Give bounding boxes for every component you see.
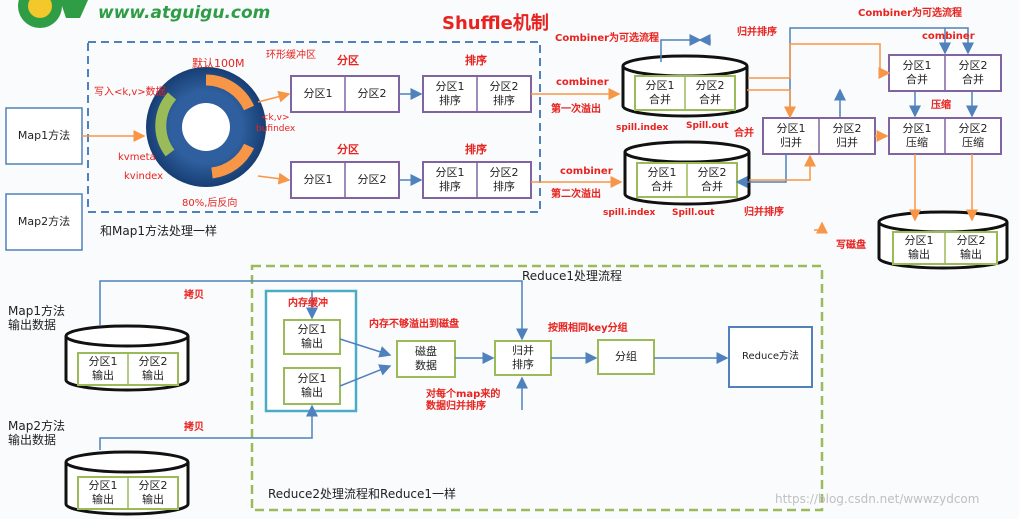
map2-output-label: Map2方法 输出数据 [8,419,65,447]
compress-label: 压缩 [931,100,951,111]
combiner-optional-2: Combiner为可选流程 [858,8,963,19]
map1-label: Map1方法 [17,129,71,143]
sort-header-2: 排序 [465,143,487,156]
kv-label: <k,v> [261,113,290,123]
spill-index-2: spill.index [603,208,656,218]
cell-partition2: 分区2 [357,87,387,101]
map1-output-label: Map1方法 输出数据 [8,304,65,332]
cell-combine2: 分区2 合并 [958,59,988,86]
second-spill-label: 第二次溢出 [551,189,601,200]
merge-sort-top: 归并排序 [737,27,777,38]
bufindex-label: bufindex [256,124,296,134]
cell-output1: 分区1 输出 [88,355,118,382]
cell-output1: 分区1 输出 [88,479,118,506]
cell-combine1: 分区1 合并 [647,166,677,193]
memory-buffer-label: 内存缓冲 [288,298,328,309]
merge-sort-box: 归并 排序 [512,344,534,371]
map2-label: Map2方法 [17,215,71,229]
cell-merge2: 分区2 归并 [832,122,862,149]
cell-combine2: 分区2 合并 [697,166,727,193]
cell-merge1: 分区1 归并 [776,122,806,149]
spill-out-1: Spill.out [686,121,729,131]
cell-combine1: 分区1 合并 [645,79,675,106]
reverse-label: 80%,后反向 [182,198,238,209]
cell-combine2: 分区2 合并 [695,79,725,106]
first-spill-label: 第一次溢出 [551,104,601,115]
merge-label: 合并 [734,128,754,139]
map2-box [5,193,83,251]
logo-text: www.atguigu.com [98,3,271,23]
cell-sort1: 分区1 排序 [435,166,465,193]
cell-output2: 分区2 输出 [138,355,168,382]
combiner-optional-1: Combiner为可选流程 [555,33,660,44]
combiner-label-2: combiner [560,166,613,177]
diagram-title: Shuffle机制 [442,13,549,34]
cell-compress2: 分区2 压缩 [958,122,988,149]
group-box: 分组 [615,350,637,364]
copy-label-1: 拷贝 [184,290,204,301]
default-size-label: 默认100M [192,57,245,70]
cell-partition1: 分区1 [303,173,333,187]
disk-data-box: 磁盘 数据 [415,345,437,372]
cell-sort2: 分区2 排序 [489,80,519,107]
reduce1-title: Reduce1处理流程 [522,269,623,283]
memory-spill-label: 内存不够溢出到磁盘 [369,319,459,330]
partition-header-1: 分区 [337,54,359,67]
memory-output-1: 分区1 输出 [297,323,327,350]
spill-index-1: spill.index [616,123,669,133]
reduce-region [250,264,824,512]
cell-output1: 分区1 输出 [904,234,934,261]
merge-each-map-label: 对每个map来的 数据归并排序 [426,389,501,412]
cell-combine1: 分区1 合并 [902,59,932,86]
ring-buffer-label: 环形缓冲区 [266,50,316,61]
map-buffer-region [87,41,541,213]
combiner-label-3: combiner [922,31,975,42]
cell-compress1: 分区1 压缩 [902,122,932,149]
spill-out-2: Spill.out [672,208,715,218]
copy-label-2: 拷贝 [184,422,204,433]
reduce-method-box [728,326,813,388]
cell-partition2: 分区2 [357,173,387,187]
reduce-method-label: Reduce方法 [742,350,799,362]
cell-sort1: 分区1 排序 [435,80,465,107]
cell-sort2: 分区2 排序 [489,166,519,193]
cell-output2: 分区2 输出 [956,234,986,261]
cell-partition1: 分区1 [303,87,333,101]
sort-header-1: 排序 [465,54,487,67]
reduce2-note: Reduce2处理流程和Reduce1一样 [268,487,457,501]
write-kv-label: 写入<k,v>数据 [94,87,166,98]
memory-output-2: 分区1 输出 [297,372,327,399]
group-by-key-label: 按照相同key分组 [548,323,628,334]
combiner-label-1: combiner [556,77,609,88]
logo-icon [18,0,88,28]
ring-buffer-icon [146,67,266,187]
cell-output2: 分区2 输出 [138,479,168,506]
map2-same-note: 和Map1方法处理一样 [100,224,217,238]
write-disk-label: 写磁盘 [836,240,866,251]
merge-sort-bottom: 归并排序 [744,207,784,218]
watermark-text: https://blog.csdn.net/wwwzydcom [775,492,980,506]
kvmeta-label: kvmeta [118,152,156,163]
kvindex-label: kvindex [124,171,164,182]
partition-header-2: 分区 [337,143,359,156]
